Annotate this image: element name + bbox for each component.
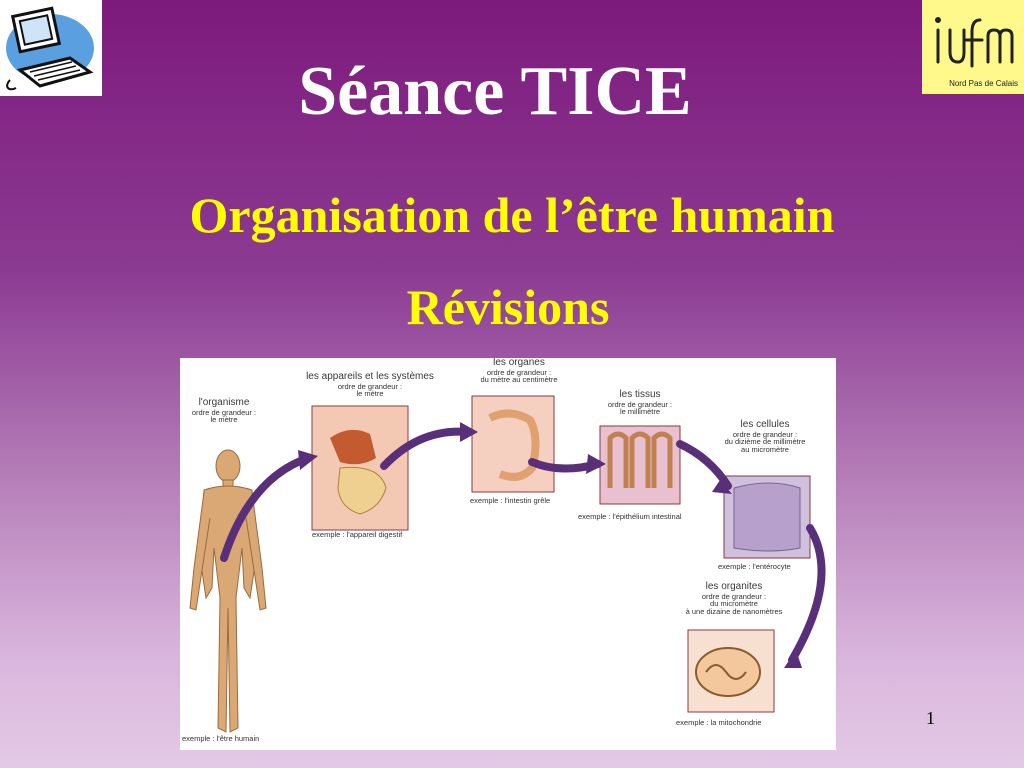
slide-subtitle-2: Révisions — [406, 279, 610, 335]
human-body-illustration — [189, 449, 267, 733]
level-tissues-label: les tissus ordre de grandeur : le millim… — [607, 389, 673, 417]
level-systems-example: exemple : l'appareil digestif — [312, 530, 403, 539]
level-systems-label: les appareils et les systèmes ordre de g… — [306, 371, 434, 399]
level-tissues-example: exemple : l'épithélium intestinal — [578, 512, 682, 521]
level-organs-example: exemple : l'intestin grêle — [470, 496, 551, 505]
iufm-logo-icon — [935, 17, 1014, 68]
level-organs-label: les organes ordre de grandeur : du mètre… — [480, 358, 558, 385]
slide-title: Séance TICE — [298, 53, 692, 130]
organization-levels-figure: l'organisme ordre de grandeur : le mètre… — [180, 358, 836, 750]
level-organelles-example: exemple : la mitochondrie — [676, 718, 762, 727]
slide-subtitle: Organisation de l’être humain — [189, 187, 835, 243]
level-cells-example: exemple : l'entérocyte — [718, 562, 791, 571]
computer-icon — [6, 6, 94, 91]
figure-drawing — [189, 395, 826, 733]
logo-region-text: Nord Pas de Calais — [949, 79, 1018, 88]
level-organism-label: l'organisme ordre de grandeur : le mètre — [191, 397, 257, 425]
level-organelles-label: les organites ordre de grandeur : du mic… — [685, 581, 783, 617]
level-cells-label: les cellules ordre de grandeur : du dizi… — [724, 419, 806, 455]
computer-logo — [0, 0, 102, 96]
progression-arrows — [220, 427, 826, 664]
page-number: 1 — [926, 708, 935, 728]
level-organism-example: exemple : l'être humain — [182, 734, 260, 743]
tissue-box — [599, 425, 681, 505]
iufm-logo: Nord Pas de Calais — [922, 0, 1024, 94]
